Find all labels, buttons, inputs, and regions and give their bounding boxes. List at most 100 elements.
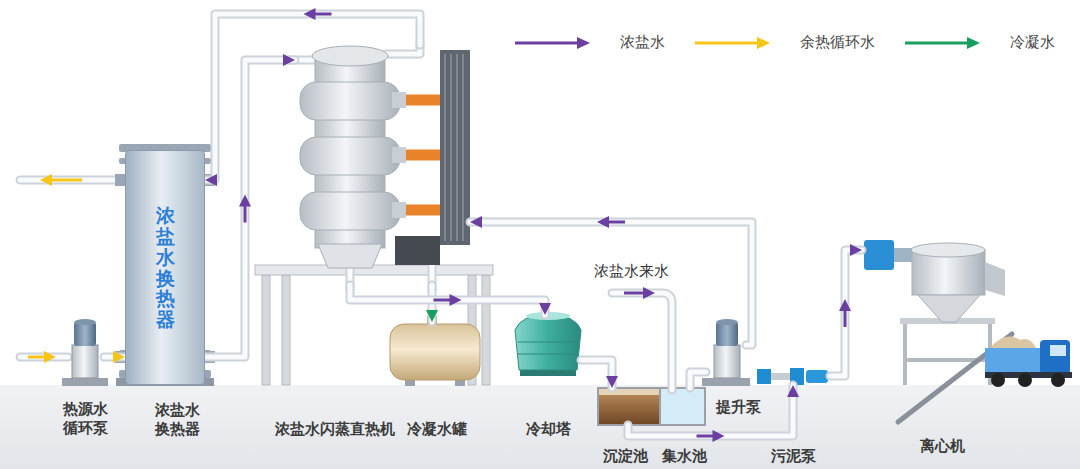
circulation-pump-figure-part	[74, 322, 96, 346]
heat-inlet-pipe-part	[44, 351, 56, 363]
circulation-pump-figure-part	[62, 378, 108, 386]
cooling-tower-figure-part	[515, 313, 581, 370]
arrow-head	[839, 299, 851, 311]
arrow-head	[426, 310, 438, 322]
centrifuge-figure-part	[894, 248, 912, 262]
heat-outlet-pipe	[20, 174, 125, 186]
pipe-outer	[581, 360, 612, 388]
pipe-inner	[581, 360, 612, 388]
legend-arrow-head	[577, 37, 590, 49]
flash-evaporator-figure-part	[392, 92, 406, 108]
flash-evaporator-figure-part	[395, 236, 440, 265]
flash-evaporator-figure-part	[392, 147, 406, 163]
pipe-outer	[205, 14, 420, 180]
pipe-outer	[470, 222, 752, 345]
truck-figure-part	[1040, 340, 1070, 375]
pipe-inner	[205, 14, 420, 180]
arrow-head	[239, 195, 251, 207]
centrifuge-figure	[864, 240, 1005, 385]
flash-evaporator-figure-part	[255, 265, 493, 275]
centrifuge-figure-part	[864, 240, 894, 270]
centrifuge: 离心机	[862, 240, 1002, 330]
arrow-head	[450, 294, 462, 306]
pipe-connector	[470, 216, 752, 345]
pipe-outer	[830, 250, 862, 376]
settling-pools-part	[660, 388, 705, 425]
legend-arrow	[695, 36, 770, 50]
truck-figure-part	[990, 336, 1036, 348]
arrow-head	[283, 54, 295, 66]
settling-pools-part	[598, 388, 660, 425]
legend-arrow-head	[757, 37, 770, 49]
flash-evaporator-figure-part	[445, 54, 463, 241]
collecting-pool: 集水池	[660, 388, 705, 425]
arrow-head	[850, 244, 862, 256]
legend-arrow-line	[905, 41, 969, 44]
flash-evaporator-figure-part	[386, 42, 420, 54]
pipe-connector	[830, 244, 862, 376]
truck-figure-part	[1051, 373, 1065, 387]
pipe-connector	[205, 8, 420, 186]
brine-inlet-pipe-part	[612, 293, 672, 390]
sludge-pump-figure-part	[806, 370, 828, 383]
arrow-head	[205, 174, 217, 186]
flash-evaporator-figure-part	[312, 46, 388, 66]
equipment-label: 提升泵	[716, 398, 761, 417]
arrow-head	[113, 351, 125, 363]
settling-pool: 沉淀池	[598, 388, 660, 425]
heat-outlet-pipe-part	[52, 179, 82, 182]
arrow-head	[304, 8, 316, 20]
equipment-label: 冷却塔	[526, 420, 571, 439]
legend-arrow	[905, 36, 980, 50]
equipment-label: 冷凝水罐	[407, 420, 467, 439]
pipe-outer	[690, 372, 706, 388]
lift-pump-figure-part	[716, 322, 738, 346]
centrifuge-figure-part	[905, 318, 990, 385]
circulation-pump-figure-part	[74, 319, 96, 325]
arrow-head	[539, 303, 551, 315]
heat-outlet-pipe-part	[40, 174, 52, 186]
pipe-connector	[350, 285, 551, 315]
exchanger-flanges	[115, 144, 215, 386]
equipment-label: 污泥泵	[771, 447, 816, 466]
heat-inlet-pipe-part	[28, 356, 46, 359]
truck-figure-part	[991, 373, 1005, 387]
truck-figure-part	[1018, 373, 1032, 387]
flash-evaporator-figure-part	[318, 244, 382, 268]
pipe-inner	[628, 385, 793, 436]
circulation-pump-figure-part	[72, 345, 98, 378]
pipe-outer	[628, 385, 793, 436]
lift-pump: 提升泵	[706, 328, 746, 385]
centrifuge-figure-part	[911, 243, 985, 257]
sludge-pump-figure-part	[771, 373, 790, 380]
lift-pump-figure-part	[714, 345, 740, 378]
equipment-label: 离心机	[920, 437, 965, 456]
arrow-head	[597, 216, 609, 228]
legend: 浓盐水余热循环水冷凝水	[515, 33, 1080, 52]
sludge-pump: 污泥泵	[755, 367, 830, 385]
heat-outlet-pipe-part	[20, 176, 125, 185]
centrifuge-figure-part	[918, 295, 980, 322]
equipment-label: 浓盐水 换热器	[153, 401, 201, 439]
heat-inlet-pipe	[20, 351, 68, 363]
cooling-tower-figure	[515, 312, 581, 376]
circulation-pump: 热源水 循环泵	[66, 328, 104, 385]
condensate-tank: 冷凝水罐	[390, 322, 480, 382]
flash-evaporator-figure-part	[262, 275, 270, 385]
equipment-label: 集水池	[662, 447, 707, 466]
condensate-tank-figure-part	[390, 324, 480, 380]
arrow-head	[470, 216, 482, 228]
pipe-inner	[690, 372, 706, 388]
flash-evaporator-figure-part	[300, 137, 400, 175]
flash-evaporator-figure-part	[300, 82, 400, 120]
legend-arrow	[515, 36, 590, 50]
pipe-connector	[104, 351, 125, 363]
equipment-label: 热源水 循环泵	[61, 400, 109, 438]
pipe-connector	[628, 385, 799, 442]
note-label: 浓盐水来水	[594, 262, 669, 281]
heat-exchanger: 浓盐水换热器浓盐水 换热器	[125, 150, 205, 385]
lift-pump-figure-part	[702, 378, 750, 386]
pipe-connector	[690, 372, 706, 388]
